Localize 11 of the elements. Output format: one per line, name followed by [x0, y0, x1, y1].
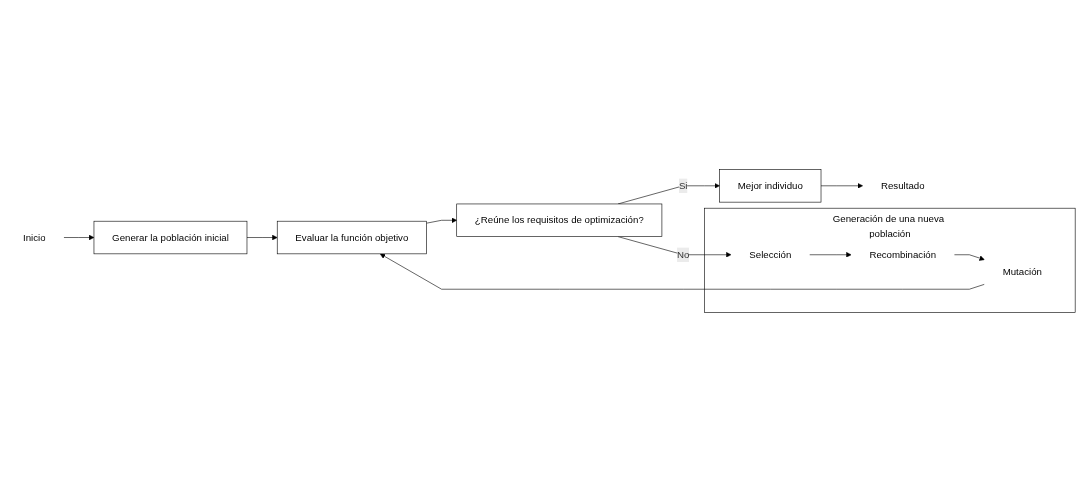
- node-text: Inicio: [22, 232, 46, 243]
- node-text: Resultado: [880, 180, 925, 191]
- node-text: Mutación: [1002, 266, 1042, 277]
- node-box: Generar la población inicial: [93, 220, 248, 255]
- edge-label: No: [677, 249, 690, 260]
- edge-label: Si: [678, 180, 688, 191]
- node-box: Mejor individuo: [719, 169, 822, 203]
- node-text: Recombinación: [869, 249, 937, 260]
- node-box: ¿Reúne los requisitos de optimización?: [456, 203, 663, 237]
- node-box: Evaluar la función objetivo: [276, 220, 427, 255]
- node-text: Selección: [749, 249, 792, 260]
